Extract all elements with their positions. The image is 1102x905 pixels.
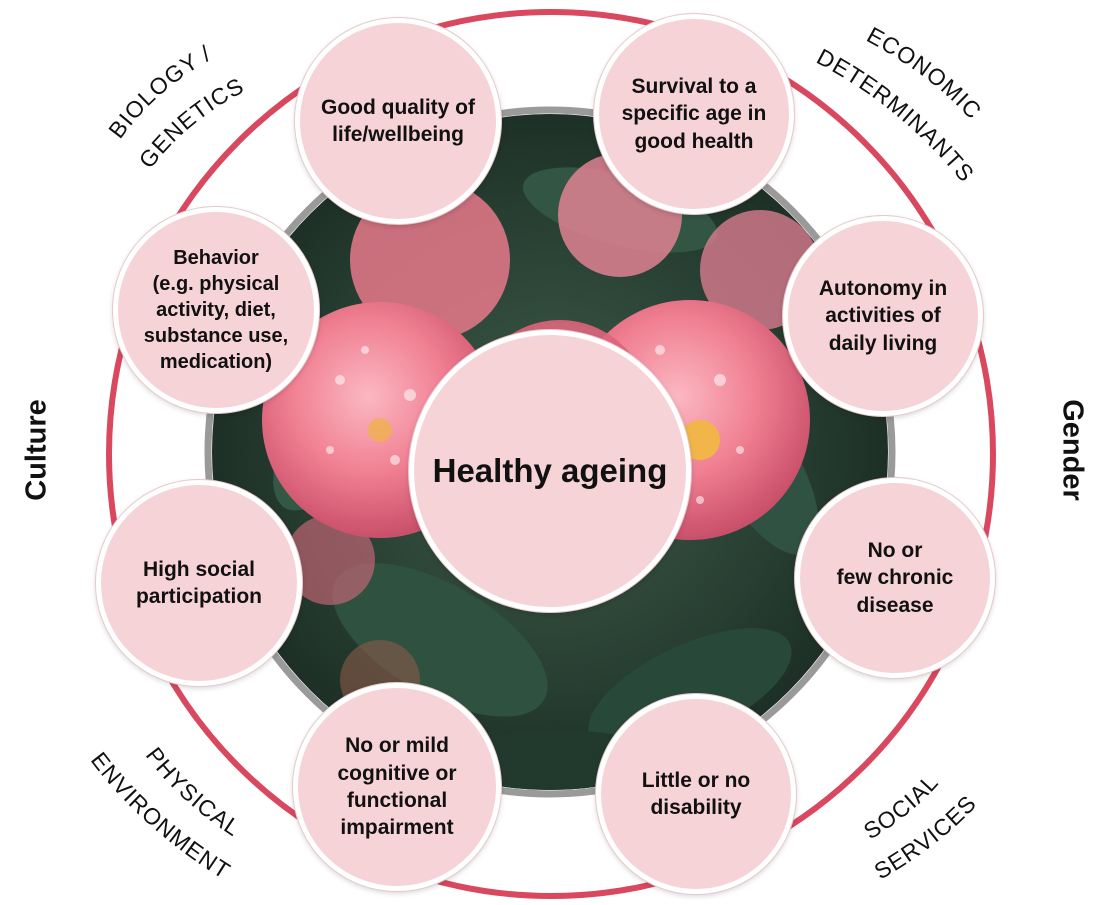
factor-line: activities of: [819, 302, 947, 329]
factor-line: disease: [837, 592, 954, 619]
center-label: Healthy ageing: [433, 450, 668, 493]
factor-line: impairment: [337, 814, 456, 841]
factor-line: cognitive or: [337, 760, 456, 787]
factor-line: activity, diet,: [144, 297, 289, 323]
factor-social-participation: High social participation: [96, 480, 302, 686]
factor-line: medication): [144, 349, 289, 375]
factor-line: Behavior: [144, 245, 289, 271]
factor-line: Good quality of: [321, 94, 475, 121]
factor-few-chronic-disease: No or few chronic disease: [795, 478, 995, 678]
factor-line: participation: [136, 583, 262, 610]
factor-autonomy-daily-living: Autonomy in activities of daily living: [783, 216, 983, 416]
factor-line: daily living: [819, 330, 947, 357]
factor-line: specific age in: [622, 100, 767, 127]
gender-label: Gender: [1056, 399, 1089, 501]
factor-line: No or mild: [337, 732, 456, 759]
factor-line: Autonomy in: [819, 275, 947, 302]
factor-line: (e.g. physical: [144, 271, 289, 297]
factor-line: High social: [136, 556, 262, 583]
factor-little-disability: Little or no disability: [596, 694, 796, 894]
factor-line: few chronic: [837, 564, 954, 591]
factor-cognitive-impairment: No or mild cognitive or functional impai…: [293, 683, 501, 891]
factor-line: substance use,: [144, 323, 289, 349]
factor-survival-to-age: Survival to a specific age in good healt…: [594, 14, 794, 214]
factor-line: functional: [337, 787, 456, 814]
factor-line: life/wellbeing: [321, 121, 475, 148]
culture-label: Culture: [21, 399, 54, 501]
factor-good-quality-of-life: Good quality of life/wellbeing: [295, 18, 501, 224]
center-healthy-ageing: Healthy ageing: [409, 330, 691, 612]
factor-line: good health: [622, 128, 767, 155]
factor-line: Survival to a: [622, 73, 767, 100]
factor-line: No or: [837, 537, 954, 564]
factor-line: Little or no: [642, 767, 751, 794]
factor-behavior: Behavior (e.g. physical activity, diet, …: [113, 207, 319, 413]
factor-line: disability: [642, 794, 751, 821]
